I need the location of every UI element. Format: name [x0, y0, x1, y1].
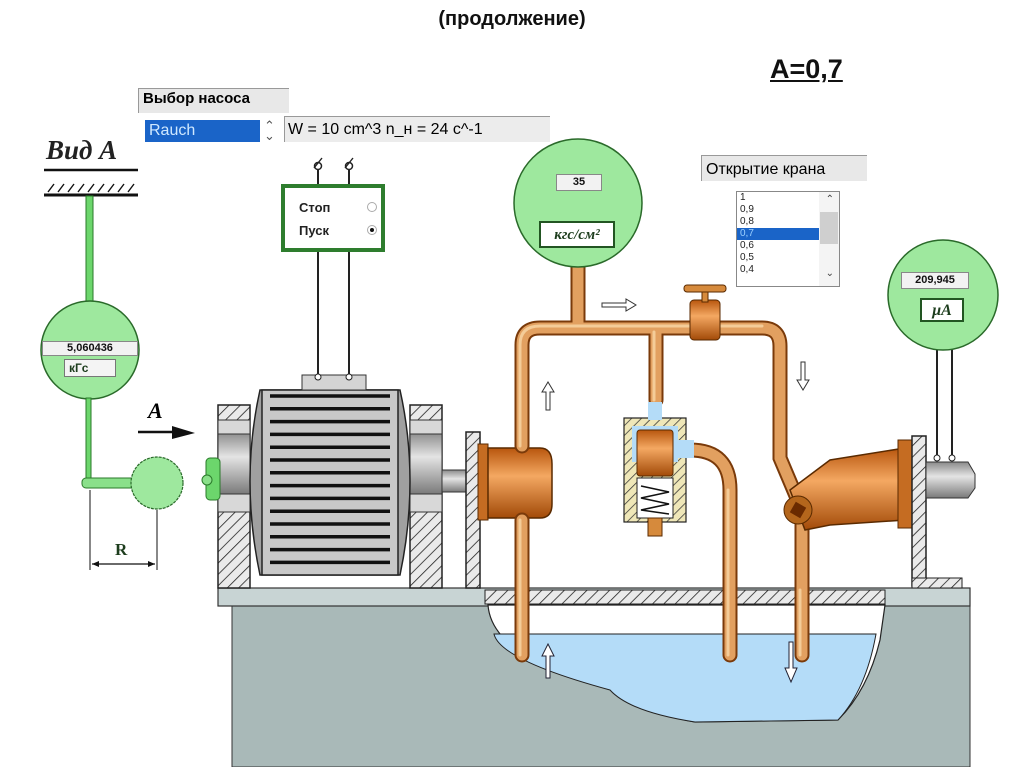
valve-opening-listbox[interactable]: 1 0,9 0,8 0,7 0,6 0,5 0,4 ⌃ ⌄ [736, 191, 840, 287]
valve-option[interactable]: 0,6 [740, 240, 754, 251]
radio-stop-label: Стоп [299, 200, 331, 215]
pump-selected-value[interactable]: Rauch [145, 120, 260, 142]
valve-option[interactable]: 0,4 [740, 264, 754, 275]
radio-stop-input[interactable] [367, 202, 377, 212]
valve-option[interactable]: 0,8 [740, 216, 754, 227]
pump [477, 443, 553, 521]
flow-arrows [541, 298, 810, 684]
current-readout: 209,945 [901, 272, 969, 289]
pressure-readout: 35 [556, 174, 602, 191]
tank [217, 587, 971, 767]
valve-option[interactable]: 0,9 [740, 204, 754, 215]
radio-start[interactable]: Пуск [299, 223, 377, 238]
valve-option[interactable]: 1 [740, 192, 746, 203]
parameter-a-label: A=0,7 [770, 54, 843, 84]
motor-switch: Стоп Пуск [281, 184, 385, 252]
valve-tap [683, 284, 727, 341]
valve-option[interactable]: 0,5 [740, 252, 754, 263]
radio-start-label: Пуск [299, 223, 329, 238]
view-arrow-label: А [148, 398, 163, 423]
lever-radius-label: R [115, 540, 128, 559]
valve-opening-label: Открытие крана [701, 155, 867, 181]
pump-info: W = 10 cm^3 n_н = 24 c^-1 [284, 116, 550, 142]
listbox-scrollbar[interactable]: ⌃ ⌄ [819, 192, 839, 286]
ammeter-gauge [887, 239, 999, 351]
scroll-up-icon[interactable]: ⌃ [825, 194, 834, 205]
pump-selector-label: Выбор насоса [138, 88, 289, 113]
force-readout: 5,060436 [42, 341, 138, 356]
current-unit: μA [920, 298, 964, 322]
scroll-down-icon[interactable]: ⌄ [825, 268, 834, 279]
pipes [514, 254, 810, 663]
electric-motor [201, 157, 481, 589]
valve-option-selected[interactable]: 0,7 [737, 228, 820, 240]
page-title: (продолжение) [438, 8, 586, 30]
hydraulic-motor [783, 330, 976, 589]
radio-start-input[interactable] [367, 225, 377, 235]
scrollbar-thumb[interactable] [820, 212, 838, 244]
spinner-icon[interactable]: ⌃⌄ [264, 118, 275, 143]
pump-select[interactable]: Rauch ⌃⌄ [143, 118, 283, 144]
relief-valve [623, 402, 694, 537]
radio-stop[interactable]: Стоп [299, 200, 377, 215]
view-a-label: Вид А [46, 135, 118, 165]
force-unit: кГс [64, 359, 116, 377]
pressure-unit: кгс/см² [539, 221, 615, 248]
